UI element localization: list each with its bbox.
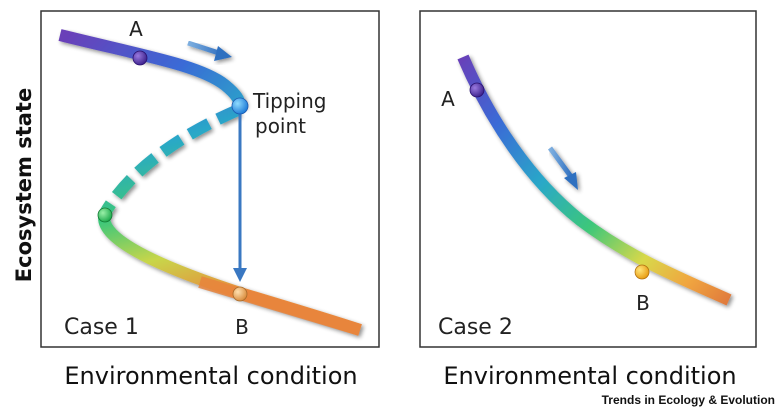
panel-case-1: A Tipping point B Case 1: [40, 10, 380, 348]
point-a-label-2: A: [441, 87, 455, 111]
panel-case-2: A B Case 2: [419, 10, 757, 348]
point-b-ball-2: [634, 264, 650, 280]
point-b-ball: [232, 286, 248, 302]
panel-1-frame: [40, 10, 380, 348]
lower-fold-ball: [97, 207, 113, 223]
point-b-label-2: B: [636, 291, 650, 315]
x-axis-label-2: Environmental condition: [443, 362, 736, 390]
point-a-ball: [132, 50, 148, 66]
point-a-ball-2: [469, 82, 485, 98]
direction-arrow-2: [547, 146, 578, 190]
tipping-point-label-line1: Tipping: [252, 89, 326, 113]
point-a-label: A: [129, 17, 143, 41]
point-b-label: B: [235, 315, 249, 339]
tipping-point-ball: [231, 97, 249, 115]
journal-credit: Trends in Ecology & Evolution: [602, 393, 775, 407]
case-1-label: Case 1: [64, 315, 139, 340]
tipping-point-label-line2: point: [255, 114, 306, 138]
y-axis-label: Ecosystem state: [12, 88, 36, 282]
x-axis-label-1: Environmental condition: [64, 362, 357, 390]
direction-arrow-1: [187, 40, 232, 61]
smooth-response-curve: [457, 54, 732, 306]
case-2-label: Case 2: [438, 315, 513, 340]
